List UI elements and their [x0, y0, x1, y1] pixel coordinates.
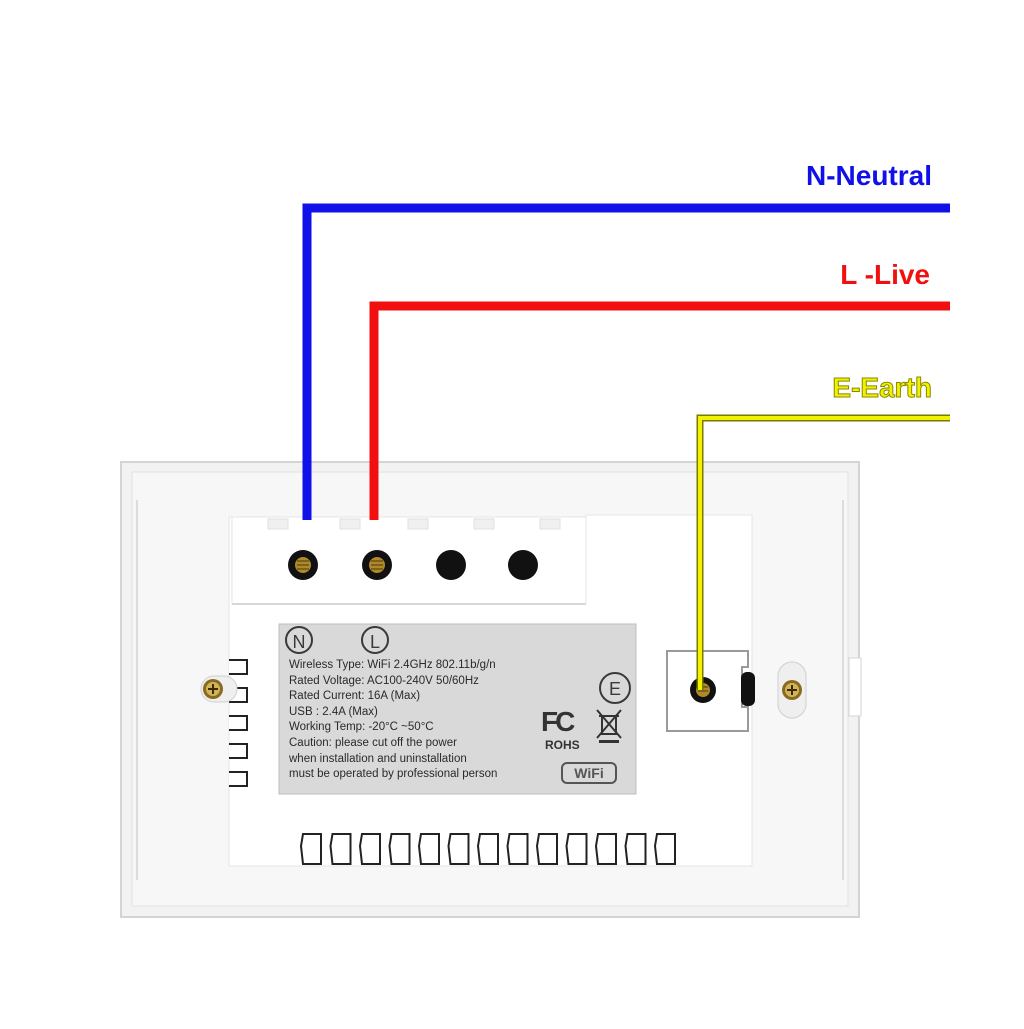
- vent-slot: [476, 833, 499, 865]
- spec-label: N L Wireless Type: WiFi 2.4GHz 802.11b/g…: [279, 624, 636, 794]
- vent-slot: [624, 833, 647, 865]
- vent-slot: [358, 833, 381, 865]
- rohs-mark: ROHS: [545, 738, 580, 752]
- left-mount-screw-icon: [200, 675, 238, 703]
- spec-label-plate: [278, 623, 637, 795]
- earth-terminal-mark: E: [599, 672, 631, 704]
- neutral-terminal-mark: N: [285, 626, 313, 654]
- fcc-logo: FC: [541, 706, 575, 737]
- vent-slots: [299, 833, 676, 865]
- earth-clip-black: [741, 672, 755, 706]
- terminal-empty-1: [436, 550, 466, 580]
- vent-slot: [329, 833, 352, 865]
- wire-live: [369, 301, 950, 520]
- terminal-live: [362, 550, 392, 580]
- vent-slot: [565, 833, 588, 865]
- spec-line: Rated Voltage: AC100-240V 50/60Hz: [289, 674, 479, 687]
- spec-line: Wireless Type: WiFi 2.4GHz 802.11b/g/n: [289, 659, 496, 671]
- earth-wire-label: E-Earth: [832, 372, 933, 404]
- spec-line: Caution: please cut off the power: [289, 736, 457, 749]
- wifi-logo: WiFi: [561, 762, 617, 784]
- spec-line: must be operated by professional person: [289, 768, 498, 781]
- vent-slot: [417, 833, 440, 865]
- spec-line: USB : 2.4A (Max): [289, 705, 378, 718]
- spec-line: Rated Current: 16A (Max): [289, 690, 421, 703]
- spec-text: Wireless Type: WiFi 2.4GHz 802.11b/g/n R…: [289, 658, 497, 783]
- spec-line: Working Temp: -20°C ~50°C: [289, 721, 434, 734]
- live-wire-label: L -Live: [840, 259, 930, 290]
- vent-slot: [535, 833, 558, 865]
- vent-slot: [653, 833, 676, 865]
- neutral-wire-label: N-Neutral: [805, 160, 932, 191]
- wire-neutral: [302, 203, 950, 520]
- vent-slot: [447, 833, 470, 865]
- wire-earth: [696, 414, 950, 690]
- right-mount-screw-icon: [777, 661, 807, 719]
- terminal-neutral: [288, 550, 318, 580]
- terminal-empty-2: [508, 550, 538, 580]
- vent-slot: [506, 833, 529, 865]
- live-terminal-mark: L: [361, 626, 389, 654]
- vent-slot: [594, 833, 617, 865]
- spec-line: when installation and uninstallation: [289, 752, 467, 765]
- vent-slot: [299, 833, 322, 865]
- vent-slot: [388, 833, 411, 865]
- weee-bin-icon: [596, 709, 622, 743]
